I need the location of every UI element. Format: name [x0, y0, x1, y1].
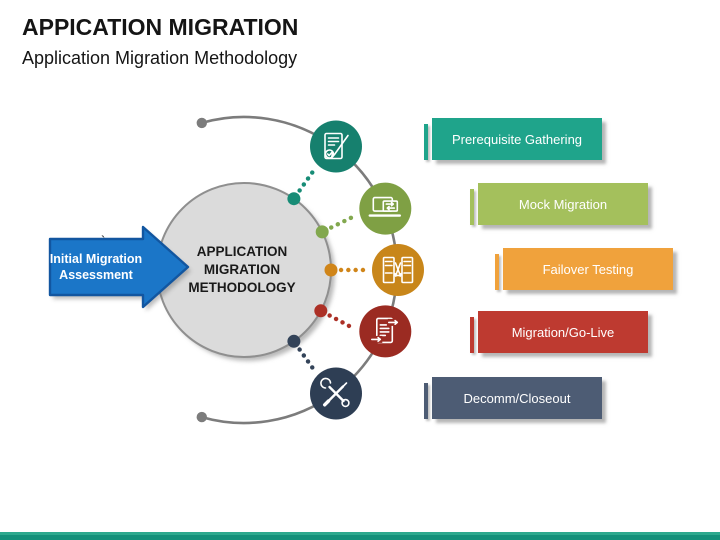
stage-icon-golive: [359, 305, 412, 358]
stage-banner-decomm-closeout: Decomm/Closeout: [424, 377, 602, 419]
tools-icon: [320, 377, 350, 408]
stage-banner-label: Mock Migration: [518, 196, 608, 212]
stage-rim-dot-golive: [314, 304, 328, 318]
stage-banner-prerequisite-gathering: Prerequisite Gathering: [424, 118, 602, 160]
stray-mark: `: [101, 233, 106, 248]
stage-connector-golive: [327, 313, 358, 332]
stage-banner-label: Failover Testing: [542, 261, 634, 277]
stage-icon-decomm: [310, 367, 362, 420]
footer-accent-bar: [0, 532, 720, 540]
stage-banner-label: Decomm/Closeout: [463, 390, 571, 406]
stage-rim-dot-prerequisite: [287, 192, 301, 206]
stage-connector-mock: [329, 212, 360, 230]
entry-arrow: [48, 225, 190, 309]
arc-end-dot-bottom: [196, 411, 207, 423]
stage-banner-label: Prerequisite Gathering: [451, 131, 583, 147]
contract-pen-icon: [324, 132, 349, 160]
laptop-transfer-icon: [368, 196, 401, 217]
stage-rim-dot-failover: [324, 263, 338, 277]
slide-title: APPICATION MIGRATION: [22, 14, 299, 40]
stage-banner-label: Migration/Go-Live: [511, 324, 615, 340]
stage-icon-mock: [359, 182, 412, 235]
stage-banner-failover-testing: Failover Testing: [495, 248, 673, 290]
stage-connector-decomm: [297, 347, 319, 376]
stage-banner-migration-golive: Migration/Go-Live: [470, 311, 648, 353]
arc-end-dot-top: [196, 117, 207, 129]
stage-icon-failover: [372, 244, 424, 296]
stage-banner-mock-migration: Mock Migration: [470, 183, 648, 225]
methodology-circle-label: APPLICATION MIGRATION METHODOLOGY: [188, 244, 296, 295]
entry-arrow-label: Initial Migration Assessment: [49, 252, 143, 282]
stage-rim-dot-decomm: [287, 334, 301, 348]
slide-subtitle: Application Migration Methodology: [22, 48, 298, 68]
document-migrate-icon: [370, 317, 400, 344]
stage-icon-prerequisite: [310, 120, 362, 173]
stage-rim-dot-mock: [315, 225, 329, 239]
stage-connector-prerequisite: [297, 164, 319, 193]
servers-failover-icon: [382, 256, 414, 284]
